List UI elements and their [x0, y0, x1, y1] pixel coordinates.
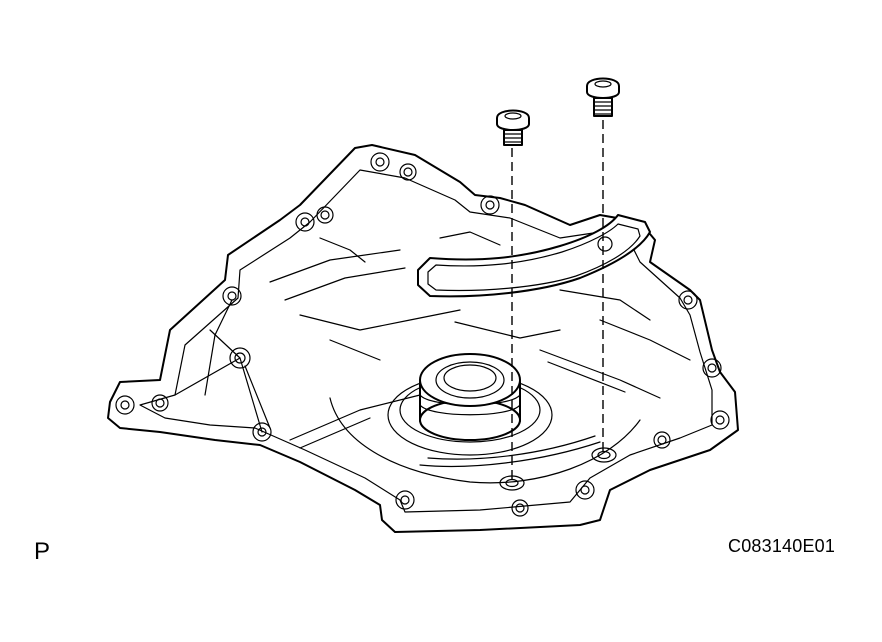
shaft-boss — [387, 353, 553, 456]
bolt-left — [496, 109, 530, 146]
housing-ribs — [174, 231, 691, 484]
flange-bolt-holes — [115, 152, 730, 517]
bolt-target-holes — [499, 447, 617, 491]
bolt-right — [586, 77, 620, 117]
figure-code: C083140E01 — [728, 536, 836, 556]
corner-mark: P — [34, 538, 51, 565]
housing-outer-flange — [107, 144, 739, 533]
housing-cover — [107, 144, 739, 533]
